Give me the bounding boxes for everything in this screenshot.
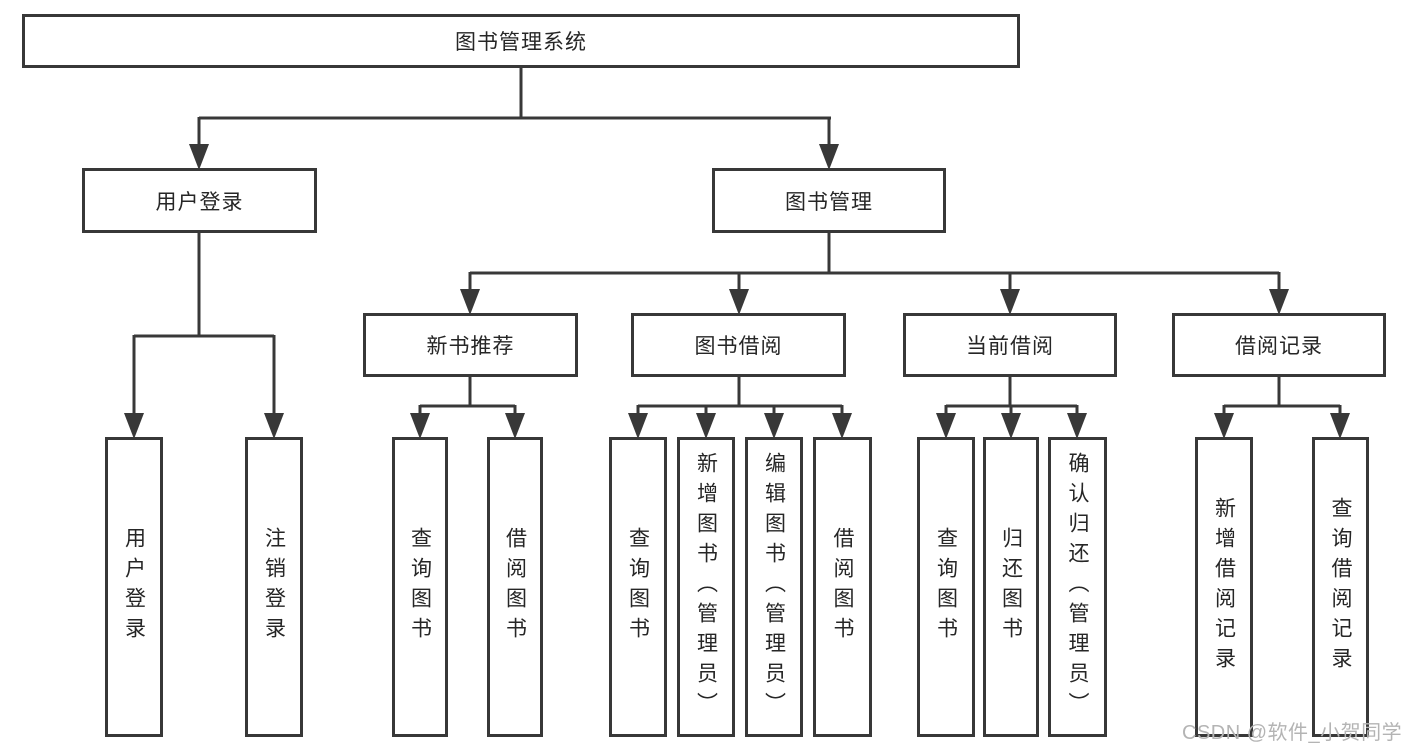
node-book-management: 图书管理 <box>712 168 946 233</box>
node-label: 编辑图书（管理员） <box>762 452 786 722</box>
node-label: 查询图书 <box>626 527 650 647</box>
leaf-borrow-books-under-borrowing: 借阅图书 <box>813 437 872 737</box>
node-label: 图书管理系统 <box>455 31 587 54</box>
leaf-user-login: 用户登录 <box>105 437 163 737</box>
node-label: 图书管理 <box>785 190 873 214</box>
leaf-return-book: 归还图书 <box>983 437 1039 737</box>
node-label: 图书借阅 <box>694 335 783 358</box>
arrowhead-icons <box>124 144 1350 439</box>
node-label: 查询图书 <box>408 527 432 647</box>
node-user-login: 用户登录 <box>82 168 317 233</box>
node-label: 查询借阅记录 <box>1329 497 1352 677</box>
leaf-query-books-under-current: 查询图书 <box>917 437 975 737</box>
leaf-confirm-return-admin: 确认归还（管理员） <box>1048 437 1107 737</box>
node-label: 用户登录 <box>122 527 146 647</box>
leaf-edit-book-admin: 编辑图书（管理员） <box>745 437 803 737</box>
node-label: 确认归还（管理员） <box>1066 452 1089 722</box>
node-label: 新增借阅记录 <box>1212 497 1236 677</box>
leaf-add-book-admin: 新增图书（管理员） <box>677 437 735 737</box>
node-new-book-recommendation: 新书推荐 <box>363 313 578 377</box>
node-label: 当前借阅 <box>966 335 1054 358</box>
node-book-borrowing: 图书借阅 <box>631 313 846 377</box>
leaf-query-books-under-recommendation: 查询图书 <box>392 437 448 737</box>
leaf-add-borrow-record: 新增借阅记录 <box>1195 437 1253 737</box>
csdn-watermark: CSDN @软件_小贺同学 <box>1182 722 1403 744</box>
node-label: 新书推荐 <box>426 335 515 358</box>
node-label: 借阅图书 <box>503 527 527 647</box>
leaf-query-books-under-borrowing: 查询图书 <box>609 437 667 737</box>
node-label: 注销登录 <box>262 527 286 647</box>
node-label: 用户登录 <box>155 190 244 214</box>
node-label: 归还图书 <box>999 527 1023 647</box>
node-current-borrowing: 当前借阅 <box>903 313 1117 377</box>
leaf-logout: 注销登录 <box>245 437 303 737</box>
node-library-management-system: 图书管理系统 <box>22 14 1020 68</box>
node-label: 借阅记录 <box>1235 335 1323 358</box>
node-borrowing-records: 借阅记录 <box>1172 313 1386 377</box>
node-label: 借阅图书 <box>831 527 854 647</box>
leaf-query-borrow-record: 查询借阅记录 <box>1312 437 1369 737</box>
node-label: 新增图书（管理员） <box>694 452 718 722</box>
node-label: 查询图书 <box>934 527 958 647</box>
leaf-borrow-books-under-recommendation: 借阅图书 <box>487 437 543 737</box>
